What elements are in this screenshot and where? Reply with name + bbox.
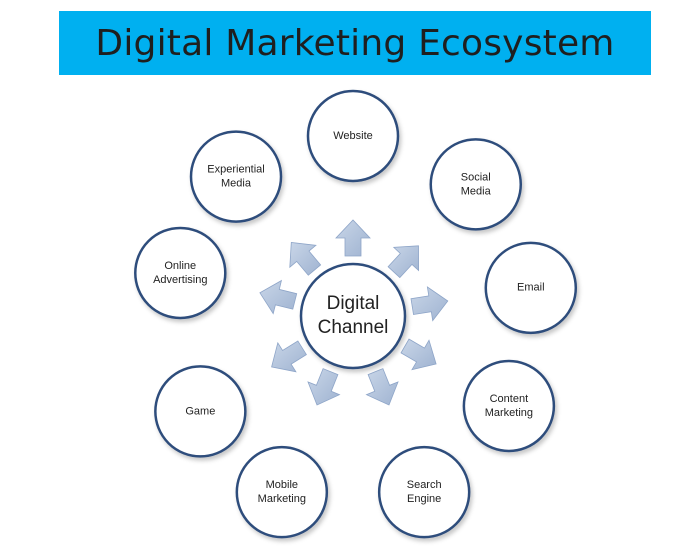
node-label: Email — [517, 282, 545, 294]
arrow-to-search-engine — [365, 368, 399, 406]
node-circle — [377, 445, 471, 539]
node-email: Email — [484, 241, 578, 335]
node-circle — [429, 138, 523, 231]
arrow-to-mobile-marketing — [307, 368, 341, 406]
center-label: Channel — [318, 317, 389, 338]
node-label: Website — [333, 130, 373, 142]
node-game: Game — [154, 365, 247, 458]
node-label: Search — [407, 479, 442, 491]
arrow-to-social-media — [387, 245, 420, 279]
node-circle — [235, 445, 329, 539]
node-label: Experiential — [207, 163, 264, 175]
node-label: Online — [164, 260, 196, 272]
node-label: Marketing — [258, 493, 306, 505]
title-banner: Digital Marketing Ecosystem — [59, 11, 651, 75]
node-label: Mobile — [266, 479, 298, 491]
node-label: Engine — [407, 493, 441, 505]
node-label: Media — [221, 177, 252, 189]
arrow-to-email — [410, 286, 449, 322]
node-circle — [154, 365, 247, 458]
node-circle — [189, 130, 283, 223]
diagram-title: Digital Marketing Ecosystem — [95, 22, 615, 64]
node-label: Media — [461, 185, 492, 197]
node-label: Advertising — [153, 274, 207, 286]
node-label: Marketing — [485, 407, 533, 419]
arrow-to-online-advertising — [259, 279, 298, 315]
node-label: Content — [490, 393, 529, 405]
arrow-to-experiential-media — [289, 242, 322, 276]
node-circle — [462, 359, 556, 453]
node-label: Game — [185, 405, 215, 417]
node-circle — [134, 226, 227, 320]
node-circle — [306, 89, 400, 183]
center-label: Digital — [327, 293, 380, 314]
arrow-to-website — [335, 219, 371, 257]
node-circle — [484, 241, 578, 335]
node-label: Social — [461, 171, 491, 183]
arrow-to-game — [271, 340, 307, 373]
center-circle — [299, 262, 407, 370]
arrow-to-content-marketing — [400, 338, 437, 371]
node-website: Website — [306, 89, 400, 183]
